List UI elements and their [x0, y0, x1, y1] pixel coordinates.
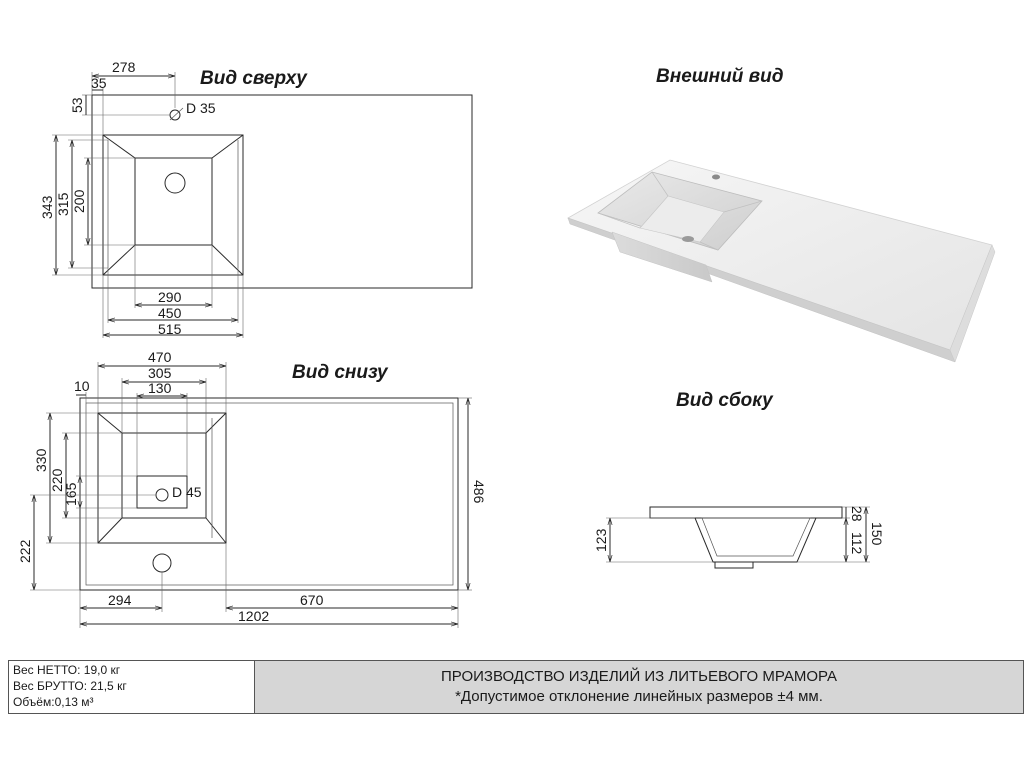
exterior-view-title: Внешний вид — [656, 66, 784, 87]
dim-123: 123 — [593, 528, 609, 552]
top-slab-outline — [91, 94, 473, 289]
gross-weight: Вес БРУТТО: 21,5 кг — [13, 679, 127, 693]
title-block: Вес НЕТТО: 19,0 кг Вес БРУТТО: 21,5 кг О… — [8, 660, 1024, 714]
dim-315: 315 — [55, 192, 71, 216]
bottom-faucet-hole — [152, 553, 172, 573]
side-view-title: Вид сбоку — [676, 390, 774, 411]
dim-200: 200 — [71, 189, 87, 213]
dim-53: 53 — [69, 97, 85, 113]
dim-35: 35 — [91, 75, 107, 91]
specs-panel: Вес НЕТТО: 19,0 кг Вес БРУТТО: 21,5 кг О… — [9, 661, 255, 713]
dim-450: 450 — [158, 305, 182, 321]
dim-222: 222 — [17, 539, 33, 563]
bottom-view-title: Вид снизу — [292, 362, 389, 383]
dim-515: 515 — [158, 321, 182, 337]
bottom-basin-inner — [121, 432, 207, 519]
bottom-drain-label: D 45 — [172, 484, 202, 500]
dim-220: 220 — [49, 468, 65, 492]
volume: Объём:0,13 м³ — [13, 695, 94, 709]
net-weight: Вес НЕТТО: 19,0 кг — [13, 663, 121, 677]
side-basin-body — [694, 517, 817, 563]
faucet-hole-label: D 35 — [186, 100, 216, 116]
dim-112: 112 — [849, 532, 865, 555]
dim-294: 294 — [108, 592, 132, 608]
dim-486: 486 — [471, 480, 487, 504]
dim-10: 10 — [74, 378, 90, 394]
dim-305: 305 — [148, 365, 172, 381]
bottom-view: Вид снизу D 45 470 305 130 1 — [17, 349, 487, 628]
exterior-faucet-hole — [712, 174, 720, 180]
top-view-title: Вид сверху — [200, 68, 308, 89]
dim-150: 150 — [869, 522, 885, 546]
dim-330: 330 — [33, 448, 49, 472]
dim-1202: 1202 — [238, 608, 269, 624]
dim-290: 290 — [158, 289, 182, 305]
manufacturer-headline: ПРОИЗВОДСТВО ИЗДЕЛИЙ ИЗ ЛИТЬЕВОГО МРАМОР… — [441, 668, 837, 685]
top-drain-circle — [164, 172, 186, 194]
side-drain-stub — [714, 561, 754, 569]
exterior-drain — [682, 236, 694, 242]
top-view: Вид сверху D 35 278 35 53 — [39, 59, 473, 338]
dim-470: 470 — [148, 349, 172, 365]
side-view: Вид сбоку 123 28 112 150 — [593, 390, 885, 569]
exterior-view: Внешний вид — [567, 66, 996, 363]
bottom-drain-circle — [155, 488, 169, 502]
dim-165: 165 — [63, 482, 79, 506]
manufacturer-panel: ПРОИЗВОДСТВО ИЗДЕЛИЙ ИЗ ЛИТЬЕВОГО МРАМОР… — [255, 661, 1023, 713]
dim-670: 670 — [300, 592, 324, 608]
dim-28: 28 — [849, 506, 865, 522]
top-basin-outer — [102, 134, 244, 276]
tolerance-note: *Допустимое отклонение линейных размеров… — [455, 688, 823, 705]
top-basin-bottom — [134, 157, 213, 246]
dim-278: 278 — [112, 59, 136, 75]
side-slab — [649, 506, 843, 519]
bottom-drain-pad — [136, 475, 188, 509]
bottom-basin-outer — [97, 412, 227, 544]
dim-130: 130 — [148, 380, 172, 396]
dim-343: 343 — [39, 195, 55, 219]
exterior-basin-skirt — [611, 231, 713, 283]
